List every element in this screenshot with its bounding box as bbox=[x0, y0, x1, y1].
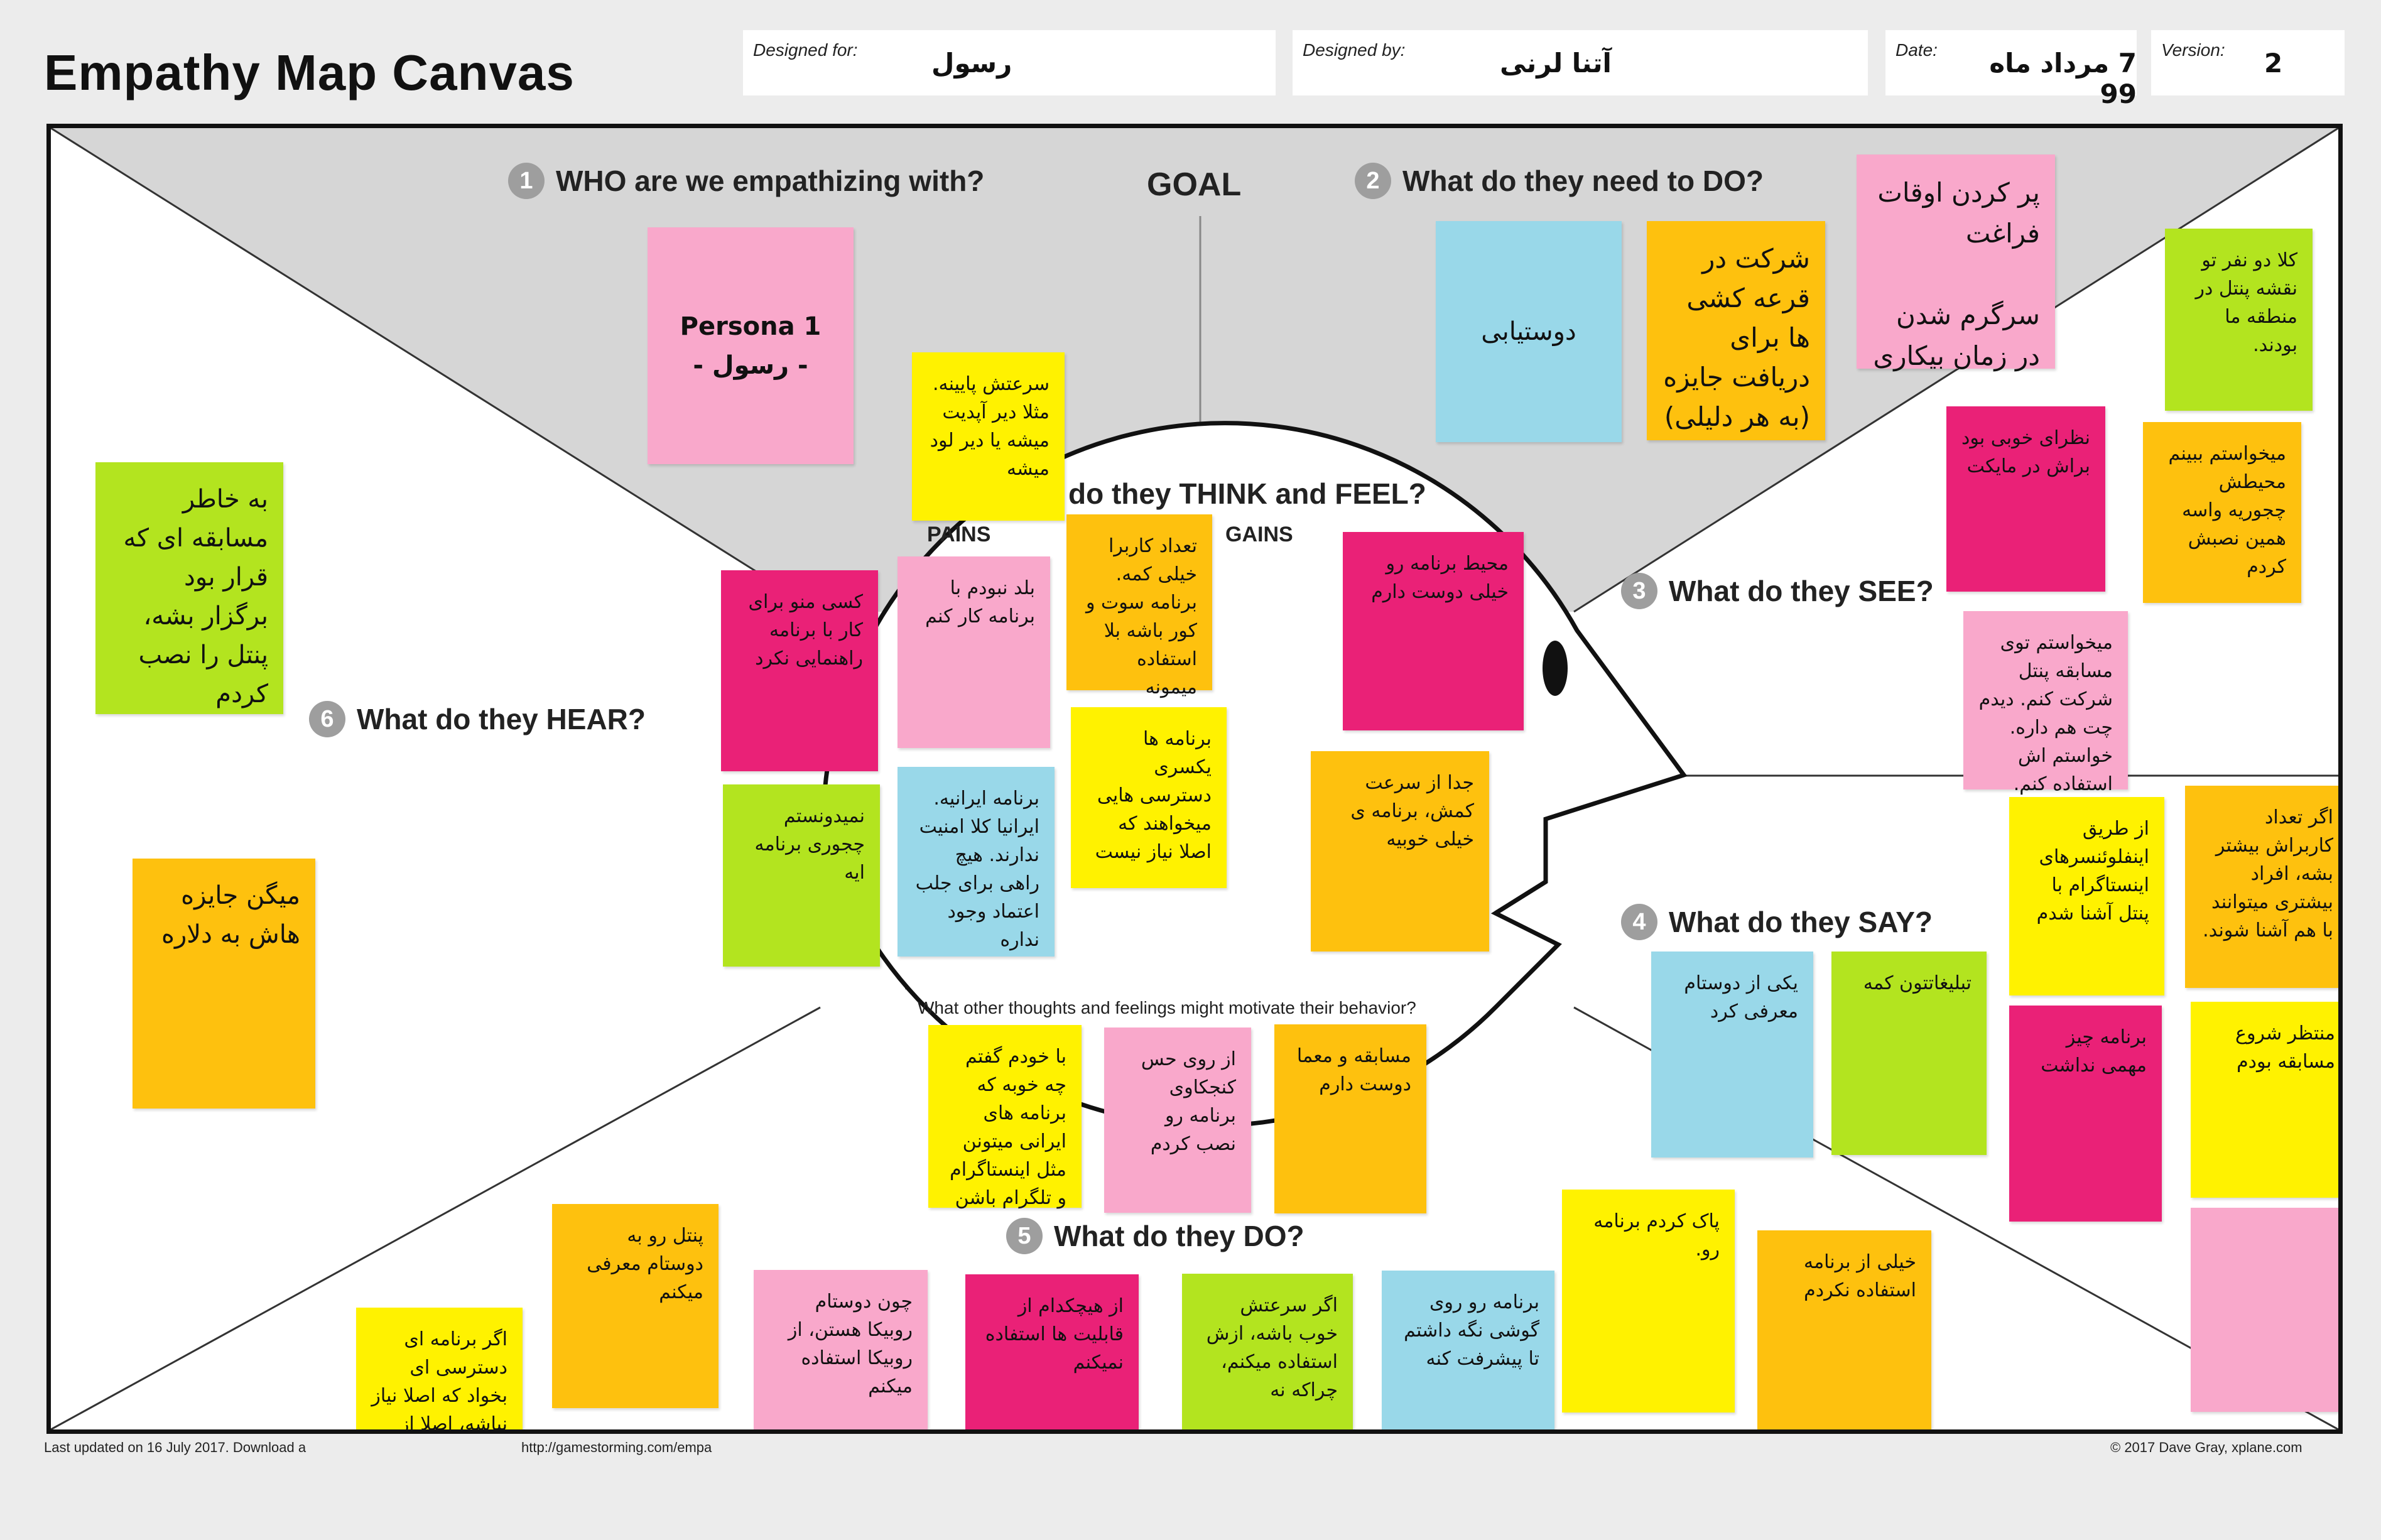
note-say-7[interactable] bbox=[2191, 1208, 2338, 1412]
note-need-3[interactable]: پر کردن اوقات فراغت سرگرم شدن در زمان بی… bbox=[1857, 155, 2055, 371]
diagonal-top-left bbox=[51, 128, 821, 613]
footer-copyright: © 2017 Dave Gray, xplane.com bbox=[2110, 1440, 2302, 1455]
designed-by-value: آتنا لرنی bbox=[1500, 48, 1612, 79]
note-think-pain-5[interactable]: برنامه ایرانیه. ایرانیا کلا امنیت ندارند… bbox=[898, 767, 1055, 957]
think-feel-label: do they THINK and FEEL? bbox=[1068, 477, 1426, 510]
note-see-2[interactable]: نظرای خوبی بود براش در مایکت bbox=[1946, 406, 2105, 592]
who-label: WHO are we empathizing with? bbox=[556, 165, 985, 197]
version-value: 2 bbox=[2264, 48, 2283, 79]
do-label: What do they DO? bbox=[1054, 1220, 1304, 1252]
note-think-gain-4[interactable]: جدا از سرعت کمش، برنامه ی خیلی خوبیه bbox=[1311, 751, 1489, 952]
note-say-3[interactable]: از طریق اینفلوئنسرهای اینستاگرام با پنتل… bbox=[2009, 797, 2164, 995]
designed-for-value: رسول bbox=[931, 48, 1012, 79]
note-do-1[interactable]: پنتل رو به دوستام معرفی میکنم bbox=[552, 1204, 719, 1408]
empathy-canvas: 1 WHO are we empathizing with? GOAL 2 Wh… bbox=[46, 124, 2343, 1434]
note-see-3[interactable]: میخواستم ببینم محیطش چجوریه واسه همین نص… bbox=[2143, 422, 2301, 603]
say-number: 4 bbox=[1621, 904, 1657, 940]
goal-label: GOAL bbox=[1147, 166, 1242, 203]
say-label: What do they SAY? bbox=[1669, 906, 1933, 938]
note-hear-2[interactable]: میگن جایزه هاش به دلاره bbox=[133, 859, 315, 1109]
note-think-gain-3[interactable]: برنامه ها یکسری دسترسی هایی میخواهند که … bbox=[1071, 707, 1227, 888]
canvas-title: Empathy Map Canvas bbox=[44, 45, 575, 100]
see-number: 3 bbox=[1621, 573, 1657, 609]
gains-label: GAINS bbox=[1225, 523, 1293, 546]
date-field[interactable]: Date: 7 مرداد ماه 99 bbox=[1885, 30, 2137, 109]
note-other-2[interactable]: از روی حس کنجکاوی برنامه رو نصب کردم bbox=[1104, 1028, 1251, 1213]
note-do-4[interactable]: از هیچکدام از قابلیت ها استفاده نمیکنم bbox=[965, 1274, 1139, 1429]
section-do: 5 What do they DO? bbox=[1006, 1218, 1304, 1254]
section-who: 1 WHO are we empathizing with? bbox=[508, 163, 984, 199]
head-mouth bbox=[1494, 880, 1547, 915]
head-eye bbox=[1543, 641, 1568, 696]
note-do-6[interactable]: برنامه رو روی گوشی نگه داشتم تا پیشرفت ک… bbox=[1382, 1271, 1554, 1429]
note-other-3[interactable]: مسابقه و معما دوست دارم bbox=[1274, 1024, 1426, 1213]
note-say-4[interactable]: اگر تعداد کاربراش بیشتر بشه، افراد بیشتر… bbox=[2185, 786, 2338, 988]
note-think-pain-4[interactable]: نمیدونستم چجوری برنامه ایه bbox=[723, 784, 880, 967]
note-say-5[interactable]: برنامه چیز مهمی نداشت bbox=[2009, 1006, 2162, 1222]
diagonal-bottom-left bbox=[51, 1006, 821, 1429]
hear-label: What do they HEAR? bbox=[357, 703, 646, 735]
note-think-pain-1[interactable]: سرعتش پایینه. مثلا دیر آپدیت میشه یا دیر… bbox=[912, 352, 1065, 521]
note-do-5[interactable]: اگر سرعتش خوب باشه، ازش استفاده میکنم، چ… bbox=[1182, 1274, 1353, 1429]
note-see-1[interactable]: کلا دو نفر تو نقشه پنتل در منطقه ما بودن… bbox=[2165, 229, 2313, 411]
note-do-3[interactable]: چون دوستام روبیکا هستن، از روبیکا استفاد… bbox=[754, 1270, 928, 1429]
do-number: 5 bbox=[1006, 1218, 1043, 1254]
section-do-need: 2 What do they need to DO? bbox=[1355, 163, 1764, 199]
note-think-gain-1[interactable]: تعداد کاربرا خیلی کمه. برنامه سوت و کور … bbox=[1066, 514, 1212, 698]
diagonal-top-right bbox=[1573, 128, 2338, 613]
note-say-2[interactable]: تبلیغاتتون کمه bbox=[1831, 952, 1987, 1155]
date-value: 7 مرداد ماه 99 bbox=[1989, 48, 2137, 109]
note-say-6[interactable]: منتظر شروع مسابقه بودم bbox=[2191, 1002, 2338, 1198]
version-field[interactable]: Version: 2 bbox=[2151, 30, 2345, 95]
note-think-pain-3[interactable]: بلد نبودم با برنامه کار کنم bbox=[898, 556, 1050, 748]
note-other-1[interactable]: با خودم گفتم چه خوبه که برنامه های ایران… bbox=[928, 1025, 1082, 1209]
note-do-7[interactable]: پاک کردم برنامه رو. bbox=[1562, 1190, 1735, 1413]
note-need-2[interactable]: شرکت در قرعه کشی ها برای دریافت جایزه (ب… bbox=[1647, 221, 1825, 440]
note-say-1[interactable]: یکی از دوستام معرفی کرد bbox=[1651, 952, 1813, 1158]
designed-by-label: Designed by: bbox=[1303, 40, 1406, 60]
note-think-pain-2[interactable]: کسی منو برای کار با برنامه راهنمایی نکرد bbox=[721, 570, 878, 771]
section-say: 4 What do they SAY? bbox=[1621, 904, 1933, 940]
designed-by-field[interactable]: Designed by: آتنا لرنی bbox=[1293, 30, 1868, 95]
note-see-4[interactable]: میخواستم توی مسابقه پنتل شرکت کنم. دیدم … bbox=[1963, 611, 2128, 823]
note-need-1[interactable]: دوستیابی bbox=[1436, 221, 1622, 442]
footer-link[interactable]: http://gamestorming.com/empa bbox=[521, 1440, 712, 1455]
designed-for-field[interactable]: Designed for: رسول bbox=[743, 30, 1276, 95]
section-see: 3 What do they SEE? bbox=[1621, 573, 1934, 609]
version-label: Version: bbox=[2161, 40, 2225, 60]
other-thoughts-label: What other thoughts and feelings might m… bbox=[918, 998, 1416, 1017]
note-do-8[interactable]: خیلی از برنامه استفاده نکردم bbox=[1757, 1230, 1931, 1429]
designed-for-label: Designed for: bbox=[753, 40, 858, 60]
note-hear-1[interactable]: به خاطر مسابقه ای که قرار بود برگزار بشه… bbox=[95, 462, 283, 714]
who-number: 1 bbox=[508, 163, 545, 199]
date-label: Date: bbox=[1896, 40, 1938, 60]
note-do-2[interactable]: اگر برنامه ای دسترسی ای بخواد که اصلا نی… bbox=[356, 1308, 523, 1429]
do-need-label: What do they need to DO? bbox=[1402, 165, 1764, 197]
pains-label: PAINS bbox=[927, 523, 991, 546]
section-hear: 6 What do they HEAR? bbox=[309, 701, 646, 737]
see-label: What do they SEE? bbox=[1669, 575, 1934, 607]
do-need-number: 2 bbox=[1355, 163, 1391, 199]
note-think-gain-2[interactable]: محیط برنامه رو خیلی دوست دارم bbox=[1343, 532, 1524, 730]
note-persona[interactable]: Persona 1 - رسول - bbox=[648, 227, 854, 464]
hear-number: 6 bbox=[309, 701, 345, 737]
footer-left: Last updated on 16 July 2017. Download a bbox=[44, 1440, 306, 1455]
